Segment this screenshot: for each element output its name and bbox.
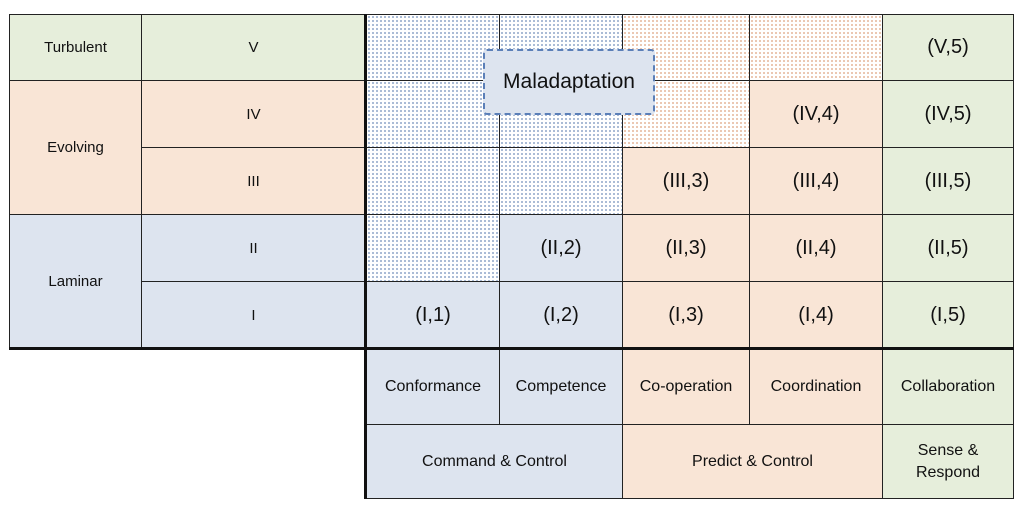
cell-ii-3: (II,3) (622, 214, 750, 282)
horizontal-axis-line (9, 347, 1014, 350)
column-label-cooperation: Co-operation (622, 348, 750, 425)
row-group-label: Turbulent (44, 39, 107, 56)
column-label: Collaboration (900, 377, 996, 395)
cell-label: (I,2) (543, 303, 579, 326)
cell-label: (I,3) (668, 303, 704, 326)
cell-label: (III,4) (792, 169, 840, 192)
column-label-competence: Competence (499, 348, 623, 425)
row-label-ii: II (141, 214, 366, 282)
cell-i-2: (I,2) (499, 281, 623, 349)
column-label: Coordination (770, 377, 862, 395)
row-label-iv: IV (141, 80, 366, 148)
row-label: I (251, 306, 256, 324)
cell-label: (I,1) (415, 303, 451, 326)
row-label-iii: III (141, 147, 366, 215)
cell-label: (II,2) (540, 236, 582, 259)
row-group-turbulent: Turbulent (9, 14, 142, 81)
row-label: III (247, 172, 260, 190)
cell-i-4: (I,4) (749, 281, 883, 349)
cell-i-3: (I,3) (622, 281, 750, 349)
cell-label: (IV,4) (792, 102, 840, 125)
row-group-evolving: Evolving (9, 80, 142, 215)
column-label: Competence (515, 377, 607, 395)
cell-iii-2-maladaptive (499, 147, 623, 215)
cell-label: (II,4) (795, 236, 837, 259)
cell-v-4-maladaptive (749, 14, 883, 81)
cell-label: (II,5) (927, 236, 969, 259)
row-group-laminar: Laminar (9, 214, 142, 349)
cell-label: (V,5) (927, 36, 969, 58)
cell-label: (I,5) (930, 303, 966, 326)
row-label: II (249, 239, 258, 257)
cell-i-5: (I,5) (882, 281, 1014, 349)
cell-iv-1-maladaptive (366, 80, 500, 148)
vertical-axis-line (364, 14, 367, 499)
group-predict-control: Predict & Control (622, 424, 883, 499)
row-group-label: Laminar (48, 273, 103, 290)
callout-label: Maladaptation (503, 70, 635, 93)
cell-label: (III,5) (924, 169, 972, 192)
cell-label: (I,4) (798, 303, 834, 326)
column-label-coordination: Coordination (749, 348, 883, 425)
cell-v-5: (V,5) (882, 14, 1014, 81)
maladaptation-callout: Maladaptation (483, 49, 655, 115)
cell-ii-5: (II,5) (882, 214, 1014, 282)
group-label-line-1: Sense & (917, 441, 979, 459)
cell-iii-1-maladaptive (366, 147, 500, 215)
group-label-line-2: Respond (915, 463, 981, 481)
group-command-control: Command & Control (366, 424, 623, 499)
group-label: Command & Control (422, 452, 567, 470)
cell-v-1-maladaptive (366, 14, 500, 81)
cell-i-1: (I,1) (366, 281, 500, 349)
cell-ii-4: (II,4) (749, 214, 883, 282)
cell-ii-2: (II,2) (499, 214, 623, 282)
cell-label: (II,3) (665, 236, 707, 259)
column-label: Co-operation (639, 377, 733, 395)
column-label: Conformance (384, 377, 482, 395)
cell-iv-5: (IV,5) (882, 80, 1014, 148)
cell-iv-4: (IV,4) (749, 80, 883, 148)
column-label-conformance: Conformance (366, 348, 500, 425)
cell-label: (III,3) (662, 169, 710, 192)
cell-iii-4: (III,4) (749, 147, 883, 215)
group-sense-respond: Sense & Respond (882, 424, 1014, 499)
row-label: V (248, 39, 259, 56)
row-group-label: Evolving (47, 139, 104, 156)
column-label-collaboration: Collaboration (882, 348, 1014, 425)
row-label-i: I (141, 281, 366, 349)
row-label-v: V (141, 14, 366, 81)
cell-iii-3: (III,3) (622, 147, 750, 215)
cell-ii-1-maladaptive (366, 214, 500, 282)
row-label: IV (246, 105, 261, 123)
group-label: Predict & Control (692, 452, 813, 470)
cell-label: (IV,5) (924, 102, 972, 125)
cell-iii-5: (III,5) (882, 147, 1014, 215)
